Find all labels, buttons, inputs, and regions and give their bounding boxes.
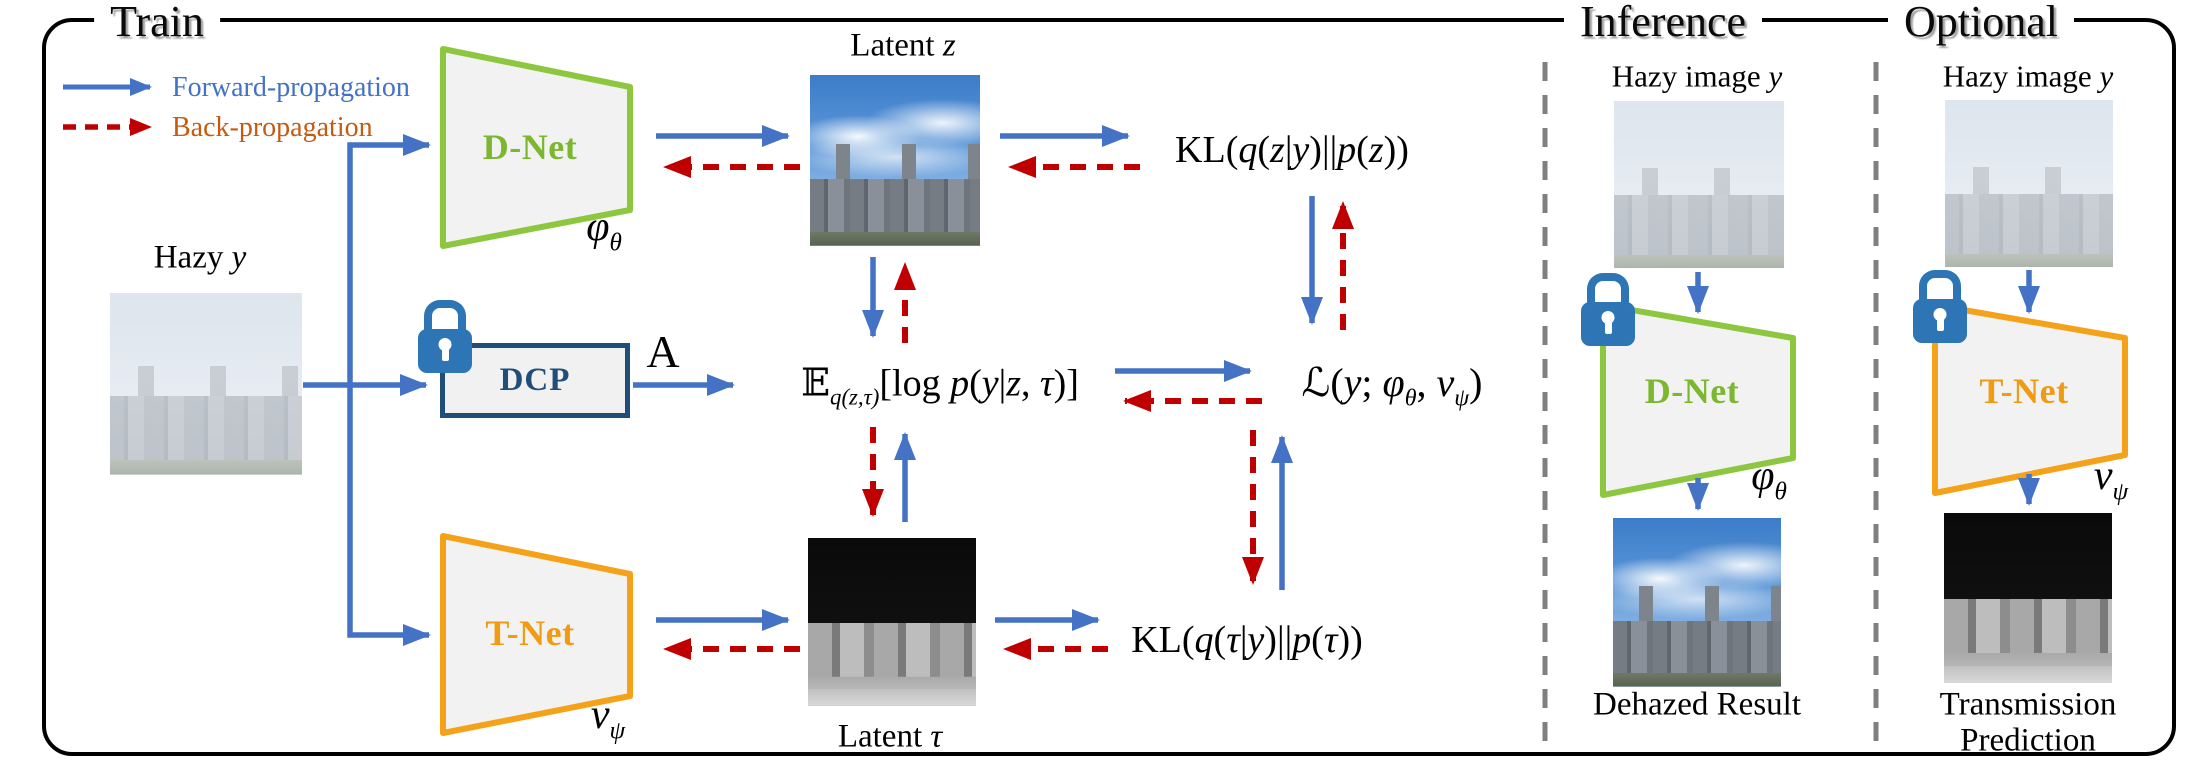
legend-forward-label: Forward-propagation [172,72,410,103]
figure-border [42,18,2176,756]
latent-tau-label: Latent τ [837,718,943,755]
inference-hazy-label: Hazy image y [1611,58,1783,94]
forward-arrow-hazy-to-tnet [347,385,431,646]
lock-icon [1913,270,1967,343]
latent-z-label: Latent z [850,27,956,64]
dnet-trapezoid-inference [1600,302,1796,498]
loss-formula: ℒ(y; φθ, νψ) [1301,360,1483,412]
lock-shackle [424,300,466,332]
transmission-prediction-image [1944,513,2112,683]
dnet-label-inference: D-Net [1644,371,1740,412]
lock-body [1581,302,1635,346]
hazy-y-label: Hazy y [153,239,247,276]
section-title-train: Train [94,0,220,48]
hazy-image-optional [1945,100,2113,267]
expectation-formula: 𝔼q(z,τ)[log p(y|z, τ)] [801,362,1079,410]
tnet-param-train: νψ [590,692,626,745]
latent-z-image [810,75,980,246]
dcp-output-label: A [646,325,680,377]
dehazed-result-image [1613,518,1781,687]
transmission-label-line1: Transmission [1939,686,2117,723]
dehazed-result-label: Dehazed Result [1592,686,1802,723]
legend-backward-label: Back-propagation [172,112,373,143]
tnet-trapezoid-optional [1932,302,2128,496]
kl-tau-formula: KL(q(τ|y)||p(τ)) [1131,619,1363,662]
optional-hazy-label: Hazy image y [1942,58,2114,94]
lock-body [418,329,472,373]
lock-shackle [1587,273,1629,305]
dnet-param-train: φθ [586,204,622,257]
dnet-trapezoid-train [440,46,633,249]
tnet-param-optional: νψ [2093,453,2129,506]
lock-icon [1581,273,1635,346]
hazy-image-inference [1614,101,1784,268]
lock-keyhole [1601,311,1615,324]
dnet-param-inference: φθ [1751,453,1787,506]
lock-shackle [1919,270,1961,302]
transmission-label-line2: Prediction [1960,722,2096,759]
tnet-label-train: T-Net [485,613,575,654]
lock-icon [418,300,472,373]
dcp-label: DCP [499,362,571,398]
hazy-image-train [110,293,302,475]
tnet-trapezoid-train [440,533,633,736]
lock-body [1913,299,1967,343]
kl-z-formula: KL(q(z|y)||p(z)) [1175,129,1409,172]
latent-tau-image [808,538,976,706]
section-title-inference: Inference [1563,0,1763,48]
dnet-label-train: D-Net [482,127,578,168]
forward-arrow-hazy-to-dnet [347,134,431,385]
lock-keyhole [438,338,452,351]
tnet-label-optional: T-Net [1979,371,2069,412]
section-title-optional: Optional [1888,0,2074,48]
lock-keyhole [1933,308,1947,321]
